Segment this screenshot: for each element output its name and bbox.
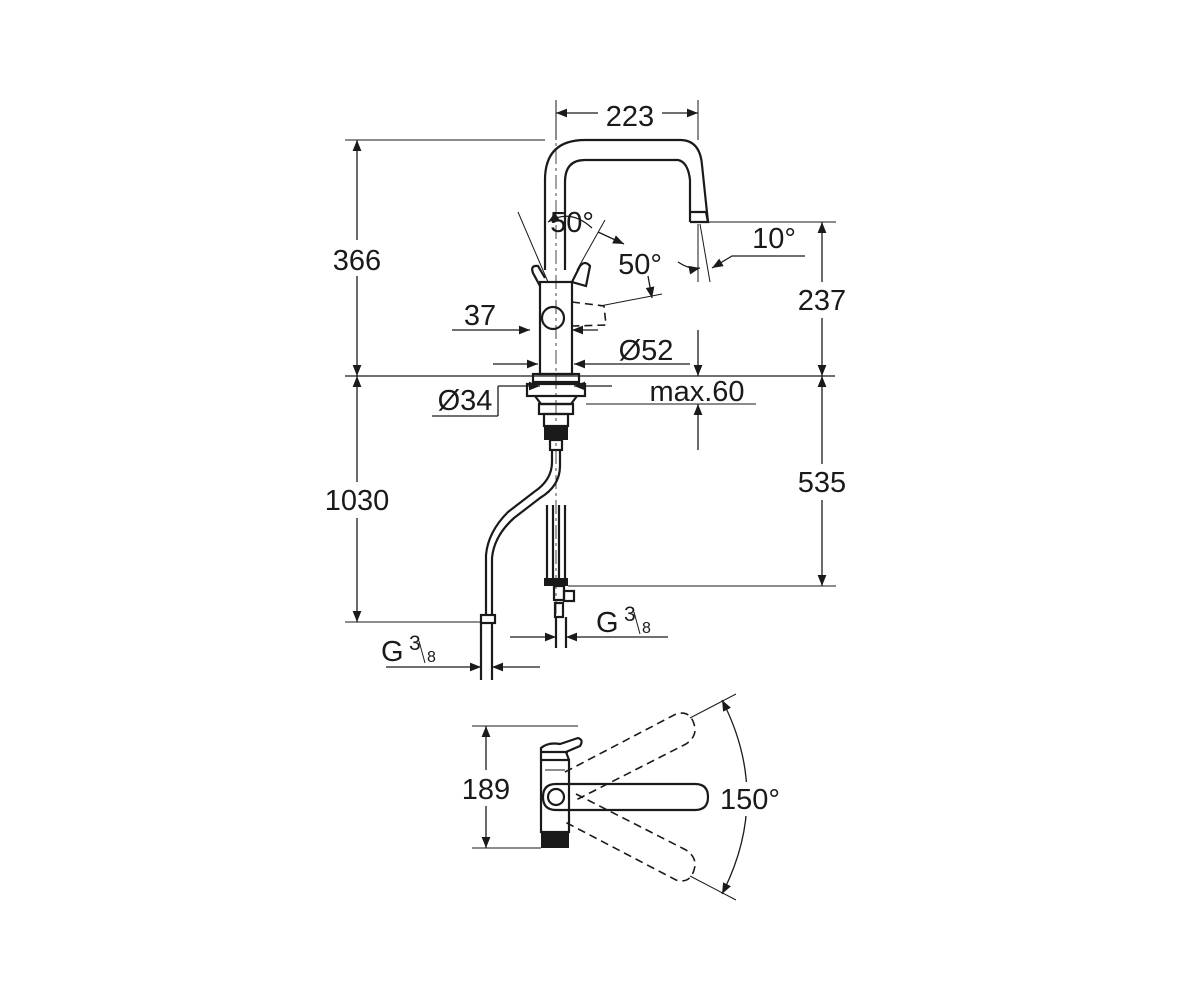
dim-lever-offset: 37 [452, 300, 598, 335]
dim-connection-height: 535 [568, 376, 854, 587]
faucet-body-outline [479, 138, 710, 680]
label-thread-right-base: G [596, 607, 619, 639]
spout-outer [543, 138, 710, 270]
supply-pipes [545, 505, 567, 578]
label-hole-diameter: Ø34 [438, 385, 493, 417]
label-spout-tilt: 10° [752, 223, 796, 255]
top-spout [541, 782, 710, 812]
lever-left-position [531, 264, 546, 287]
dim-max-thickness: max.60 [586, 330, 756, 450]
label-hose-length: 1030 [325, 485, 390, 517]
lever-dashed-position [571, 301, 607, 327]
dim-spout-tilt: 10° [677, 221, 836, 283]
label-thread-left-base: G [381, 636, 404, 668]
flexible-hose-outer [484, 450, 554, 615]
top-spout-swivel-up [564, 712, 696, 801]
label-body-diameter: Ø52 [619, 335, 674, 367]
dim-body-diameter: Ø52 [493, 335, 690, 369]
spout-inner [563, 158, 692, 270]
cartridge-circle [540, 305, 566, 331]
label-thread-right-num: 3 [624, 603, 636, 626]
label-max-thickness: max.60 [649, 376, 744, 408]
label-lever-angle-left: 50° [550, 207, 594, 239]
top-spout-base [546, 787, 566, 807]
valve-outlet [553, 601, 565, 619]
label-connection-height: 535 [798, 467, 846, 499]
dim-total-height: 366 [325, 139, 545, 376]
spout-outlet [690, 210, 710, 224]
label-lever-angle-right: 50° [618, 249, 662, 281]
dim-spout-height: 237 [790, 222, 854, 376]
label-total-height: 366 [333, 245, 381, 277]
label-swivel-angle: 150° [720, 784, 780, 816]
label-depth: 189 [462, 774, 510, 806]
valve-handle [562, 589, 576, 603]
top-threaded-shank [541, 832, 569, 848]
label-spout-height: 237 [798, 285, 846, 317]
top-lever [539, 736, 583, 761]
label-lever-offset: 37 [464, 300, 496, 332]
label-thread-right-den: 8 [642, 620, 651, 637]
dim-hose-length: 1030 [318, 376, 482, 623]
label-thread-left-den: 8 [427, 649, 436, 666]
dim-spout-reach: 223 [555, 98, 699, 140]
label-spout-reach: 223 [606, 101, 654, 133]
top-view: 189 150° [454, 693, 788, 901]
flexible-hose-inner [490, 450, 562, 615]
valve-body [552, 584, 566, 602]
dim-depth: 189 [454, 725, 578, 849]
left-hose-fitting [479, 613, 497, 625]
dim-thread-right: G 3 8 [510, 603, 668, 642]
side-view: 223 366 50° 50° 10° [318, 98, 854, 680]
dim-hole-diameter: Ø34 [432, 381, 612, 417]
dim-thread-left: G 3 8 [381, 632, 540, 672]
dim-lever-angles: 50° 50° [517, 207, 663, 307]
label-thread-left-num: 3 [409, 632, 421, 655]
lever [570, 261, 592, 288]
top-spout-swivel-down [564, 793, 696, 882]
dim-swivel-angle: 150° [689, 693, 788, 901]
